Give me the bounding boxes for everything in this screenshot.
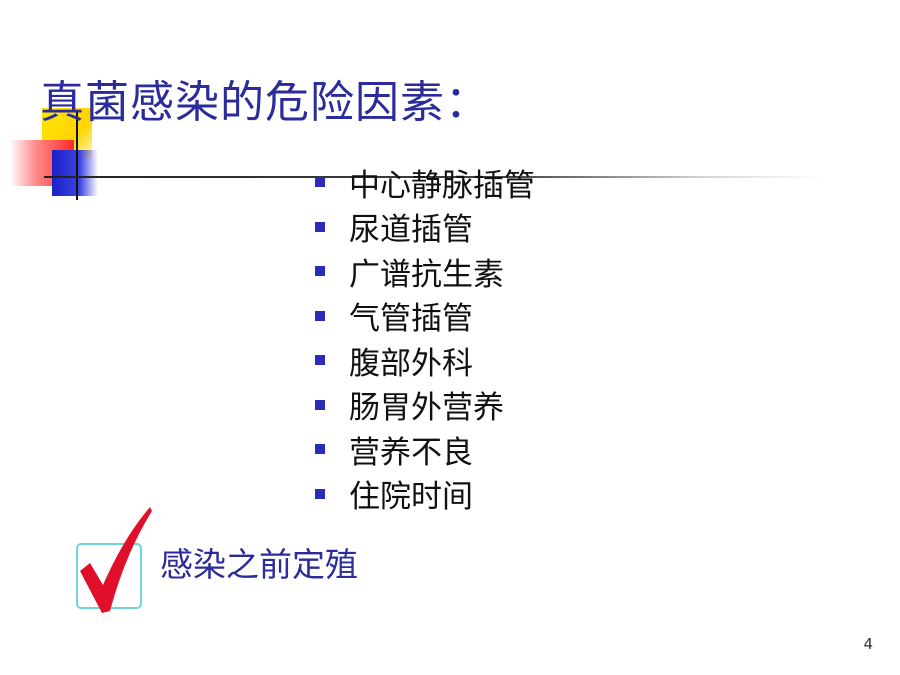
list-item-text: 腹部外科 [349, 345, 473, 382]
square-bullet-icon [315, 488, 325, 499]
list-item-text: 尿道插管 [349, 212, 473, 249]
decor-vertical-line [76, 112, 78, 200]
square-bullet-icon [315, 221, 325, 232]
decor-blue-square [52, 150, 98, 196]
list-item-text: 广谱抗生素 [349, 256, 504, 293]
page-number: 4 [863, 635, 873, 653]
slide-title: 真菌感染的危险因素： [40, 77, 490, 128]
list-item-text: 气管插管 [349, 301, 473, 338]
title-underline [44, 176, 824, 178]
list-item-text: 营养不良 [349, 434, 473, 471]
checkmark-icon [80, 507, 152, 613]
list-item: 营养不良 [315, 427, 535, 472]
checked-item-text: 感染之前定殖 [160, 545, 358, 584]
square-bullet-icon [315, 266, 325, 277]
square-bullet-icon [315, 310, 325, 321]
list-item: 尿道插管 [315, 205, 535, 250]
list-item-text: 住院时间 [349, 479, 473, 516]
list-item: 广谱抗生素 [315, 249, 535, 294]
square-bullet-icon [315, 399, 325, 410]
list-item: 腹部外科 [315, 338, 535, 383]
square-bullet-icon [315, 177, 325, 188]
square-bullet-icon [315, 444, 325, 455]
bullet-list: 中心静脉插管 尿道插管 广谱抗生素 气管插管 腹部外科 肠胃外营养 营养不良 [315, 160, 535, 516]
list-item-text: 肠胃外营养 [349, 390, 504, 427]
list-item: 中心静脉插管 [315, 160, 535, 205]
square-bullet-icon [315, 355, 325, 366]
list-item: 肠胃外营养 [315, 383, 535, 428]
list-item: 住院时间 [315, 472, 535, 517]
list-item: 气管插管 [315, 294, 535, 339]
list-item-text: 中心静脉插管 [349, 167, 535, 204]
